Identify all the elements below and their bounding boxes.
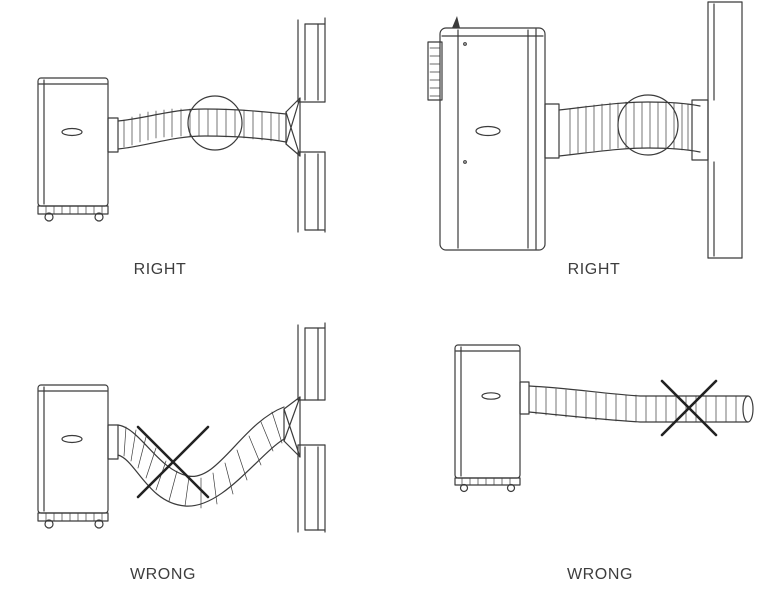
window-adapter <box>283 396 301 458</box>
hose-ribs <box>123 108 280 148</box>
exhaust-hose <box>117 108 287 150</box>
wheel <box>506 483 516 493</box>
wheel <box>44 519 54 529</box>
ac-unit <box>427 16 546 251</box>
top-tab <box>452 16 460 28</box>
exhaust-hose <box>558 101 701 157</box>
panel-caption-right-1: RIGHT <box>133 261 187 278</box>
ac-unit <box>37 77 109 222</box>
wheel <box>94 519 104 529</box>
screw <box>463 160 467 164</box>
x-mark <box>136 425 210 499</box>
window-frame <box>297 322 326 533</box>
wheel <box>44 212 54 222</box>
wall <box>707 1 743 259</box>
hose-connector <box>519 381 530 415</box>
handle-recess <box>61 127 83 137</box>
base-vent <box>37 205 109 215</box>
x-mark <box>660 379 718 437</box>
handle-recess <box>475 125 501 137</box>
hose-connector <box>107 117 119 153</box>
hose-open-end <box>742 395 754 423</box>
base-vent <box>454 477 521 486</box>
hose-circle-marker <box>187 95 243 151</box>
hose-ribs <box>569 101 689 156</box>
illustration-correct-wall-install <box>427 1 743 259</box>
base-vent <box>37 512 109 522</box>
illustration-wrong-sagging-hose <box>37 322 326 533</box>
side-vent-grille <box>427 41 443 101</box>
handle-recess <box>61 434 83 444</box>
illustration-wrong-overextended-hose <box>454 344 754 493</box>
hose-connector <box>544 103 560 159</box>
window-adapter <box>285 97 301 157</box>
hose-circle-marker <box>617 94 679 156</box>
hose-connector <box>107 424 119 460</box>
wall-connector <box>691 99 709 161</box>
wheel <box>94 212 104 222</box>
illustration-correct-window-install <box>37 17 326 233</box>
wheel <box>459 483 469 493</box>
screw <box>463 42 467 46</box>
window-frame <box>297 17 326 233</box>
exhaust-hose <box>528 385 754 423</box>
ac-unit <box>37 384 109 529</box>
handle-recess <box>481 392 501 400</box>
panel-caption-wrong-1: WRONG <box>129 566 197 583</box>
ac-unit <box>454 344 521 493</box>
panel-caption-wrong-2: WRONG <box>566 566 634 583</box>
hose-ribs <box>535 386 737 423</box>
panel-caption-right-2: RIGHT <box>567 261 621 278</box>
